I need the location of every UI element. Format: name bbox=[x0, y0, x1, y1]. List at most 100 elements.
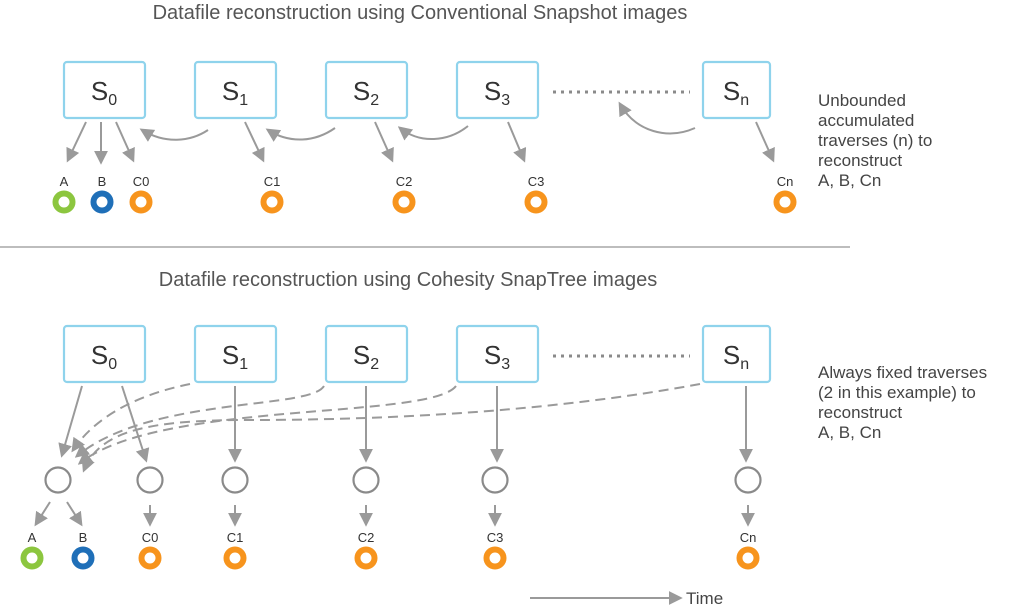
top-leaf-label-c2: C2 bbox=[396, 174, 413, 189]
bottom-node-s3-box bbox=[455, 324, 540, 384]
bottom-node-sn: Sn bbox=[701, 324, 772, 384]
bottom-leaf-ring-c3 bbox=[483, 546, 507, 570]
top-leaf-label-c0: C0 bbox=[133, 174, 150, 189]
top-note-line-2: accumulated bbox=[818, 111, 914, 130]
bottom-leaf-ring-a bbox=[20, 546, 44, 570]
svg-text:Sn: Sn bbox=[723, 76, 749, 109]
top-node-s1-sub: 1 bbox=[239, 92, 248, 109]
top-curve-s3-s2 bbox=[397, 125, 469, 141]
top-leaf-label-c3: C3 bbox=[528, 174, 545, 189]
bottom-leaf-label-c3: C3 bbox=[487, 530, 504, 545]
bottom-arrow-to-b bbox=[66, 501, 83, 527]
bottom-leaf-label-cn: Cn bbox=[740, 530, 757, 545]
top-arrow-s2-c2 bbox=[374, 121, 394, 163]
time-label: Time bbox=[686, 589, 723, 608]
top-node-s0: S0 bbox=[62, 60, 147, 120]
bottom-arrow-to-a bbox=[34, 501, 51, 527]
bottom-node-sn-sub: n bbox=[740, 356, 749, 373]
top-arrow-s3-c3 bbox=[507, 121, 527, 163]
bottom-leaf-label-c2: C2 bbox=[358, 530, 375, 545]
bottom-node-s2-base: S bbox=[353, 340, 370, 370]
bottom-dash-sn bbox=[81, 383, 701, 473]
top-node-s3-sub: 3 bbox=[501, 92, 510, 109]
top-arrow-s0-a bbox=[66, 121, 87, 163]
top-leaf-ring-c3 bbox=[524, 190, 548, 214]
bottom-node-c1 bbox=[221, 466, 249, 494]
top-leaf-ring-c0 bbox=[129, 190, 153, 214]
bottom-node-s0-box bbox=[62, 324, 147, 384]
bottom-node-s2-box bbox=[324, 324, 409, 384]
top-node-s1-base: S bbox=[222, 76, 239, 106]
bottom-leaf-ring-c2 bbox=[354, 546, 378, 570]
top-node-sn-box bbox=[701, 60, 772, 120]
top-curve-sn bbox=[618, 101, 696, 135]
top-node-s1: S1 bbox=[193, 60, 278, 120]
svg-text:S0: S0 bbox=[91, 340, 117, 373]
top-node-s3-base: S bbox=[484, 76, 501, 106]
bottom-note-line-2: (2 in this example) to bbox=[818, 383, 976, 402]
svg-text:S0: S0 bbox=[91, 76, 117, 109]
bottom-leaf-label-c1: C1 bbox=[227, 530, 244, 545]
bottom-title: Datafile reconstruction using Cohesity S… bbox=[159, 269, 657, 291]
bottom-node-s2: S2 bbox=[324, 324, 409, 384]
bottom-note-line-3: reconstruct bbox=[818, 403, 902, 422]
bottom-leaf-ring-c1 bbox=[223, 546, 247, 570]
top-leaf-label-cn: Cn bbox=[777, 174, 794, 189]
top-node-sn-sub: n bbox=[740, 92, 749, 109]
bottom-node-s1-sub: 1 bbox=[239, 356, 248, 373]
bottom-node-s3: S3 bbox=[455, 324, 540, 384]
bottom-node-cn bbox=[734, 466, 762, 494]
top-node-s3: S3 bbox=[455, 60, 540, 120]
bottom-node-s0-base: S bbox=[91, 340, 108, 370]
bottom-node-sn-base: S bbox=[723, 340, 740, 370]
bottom-node-s1: S1 bbox=[193, 324, 278, 384]
top-note-line-4: reconstruct bbox=[818, 151, 902, 170]
bottom-leaf-ring-c0 bbox=[138, 546, 162, 570]
bottom-leaf-label-c0: C0 bbox=[142, 530, 159, 545]
bottom-leaf-ring-b bbox=[71, 546, 95, 570]
bottom-node-c3 bbox=[481, 466, 509, 494]
bottom-note-line-1: Always fixed traverses bbox=[818, 363, 987, 382]
bottom-node-s0: S0 bbox=[62, 324, 147, 384]
bottom-node-sn-box bbox=[701, 324, 772, 384]
top-node-s0-box bbox=[62, 60, 147, 120]
bottom-arrow-s0-c0 bbox=[121, 385, 150, 463]
bottom-leaf-label-b: B bbox=[79, 530, 88, 545]
top-leaf-label-c1: C1 bbox=[264, 174, 281, 189]
top-node-sn: Sn bbox=[701, 60, 772, 120]
top-leaf-label-a: A bbox=[60, 174, 69, 189]
bottom-arrow-s0-ab bbox=[58, 385, 83, 458]
bottom-dash-s2 bbox=[74, 385, 325, 458]
top-arrow-sn-cn bbox=[755, 121, 775, 163]
bottom-node-s2-sub: 2 bbox=[370, 356, 379, 373]
bottom-node-c0 bbox=[136, 466, 164, 494]
top-node-s2-box bbox=[324, 60, 409, 120]
top-leaf-ring-cn bbox=[773, 190, 797, 214]
bottom-leaf-label-a: A bbox=[28, 530, 37, 545]
bottom-node-c2 bbox=[352, 466, 380, 494]
top-node-s0-base: S bbox=[91, 76, 108, 106]
bottom-note-line-4: A, B, Cn bbox=[818, 423, 881, 442]
svg-text:S1: S1 bbox=[222, 76, 248, 109]
top-leaf-ring-b bbox=[90, 190, 114, 214]
top-node-s1-box bbox=[193, 60, 278, 120]
bottom-node-s3-base: S bbox=[484, 340, 501, 370]
top-node-s2-sub: 2 bbox=[370, 92, 379, 109]
top-title: Datafile reconstruction using Convention… bbox=[153, 2, 688, 24]
bottom-node-ab bbox=[44, 466, 72, 494]
top-note-line-3: traverses (n) to bbox=[818, 131, 932, 150]
bottom-node-s1-base: S bbox=[222, 340, 239, 370]
top-node-s2-base: S bbox=[353, 76, 370, 106]
top-node-sn-base: S bbox=[723, 76, 740, 106]
top-curve-s2-s1 bbox=[265, 127, 336, 142]
top-arrow-s1-c1 bbox=[244, 121, 265, 163]
svg-text:S3: S3 bbox=[484, 76, 510, 109]
top-arrow-s0-c0 bbox=[115, 121, 135, 163]
top-node-s3-box bbox=[455, 60, 540, 120]
top-note-line-5: A, B, Cn bbox=[818, 171, 881, 190]
bottom-leaf-ring-cn bbox=[736, 546, 760, 570]
bottom-node-s3-sub: 3 bbox=[501, 356, 510, 373]
top-leaf-label-b: B bbox=[98, 174, 107, 189]
svg-text:S1: S1 bbox=[222, 340, 248, 373]
